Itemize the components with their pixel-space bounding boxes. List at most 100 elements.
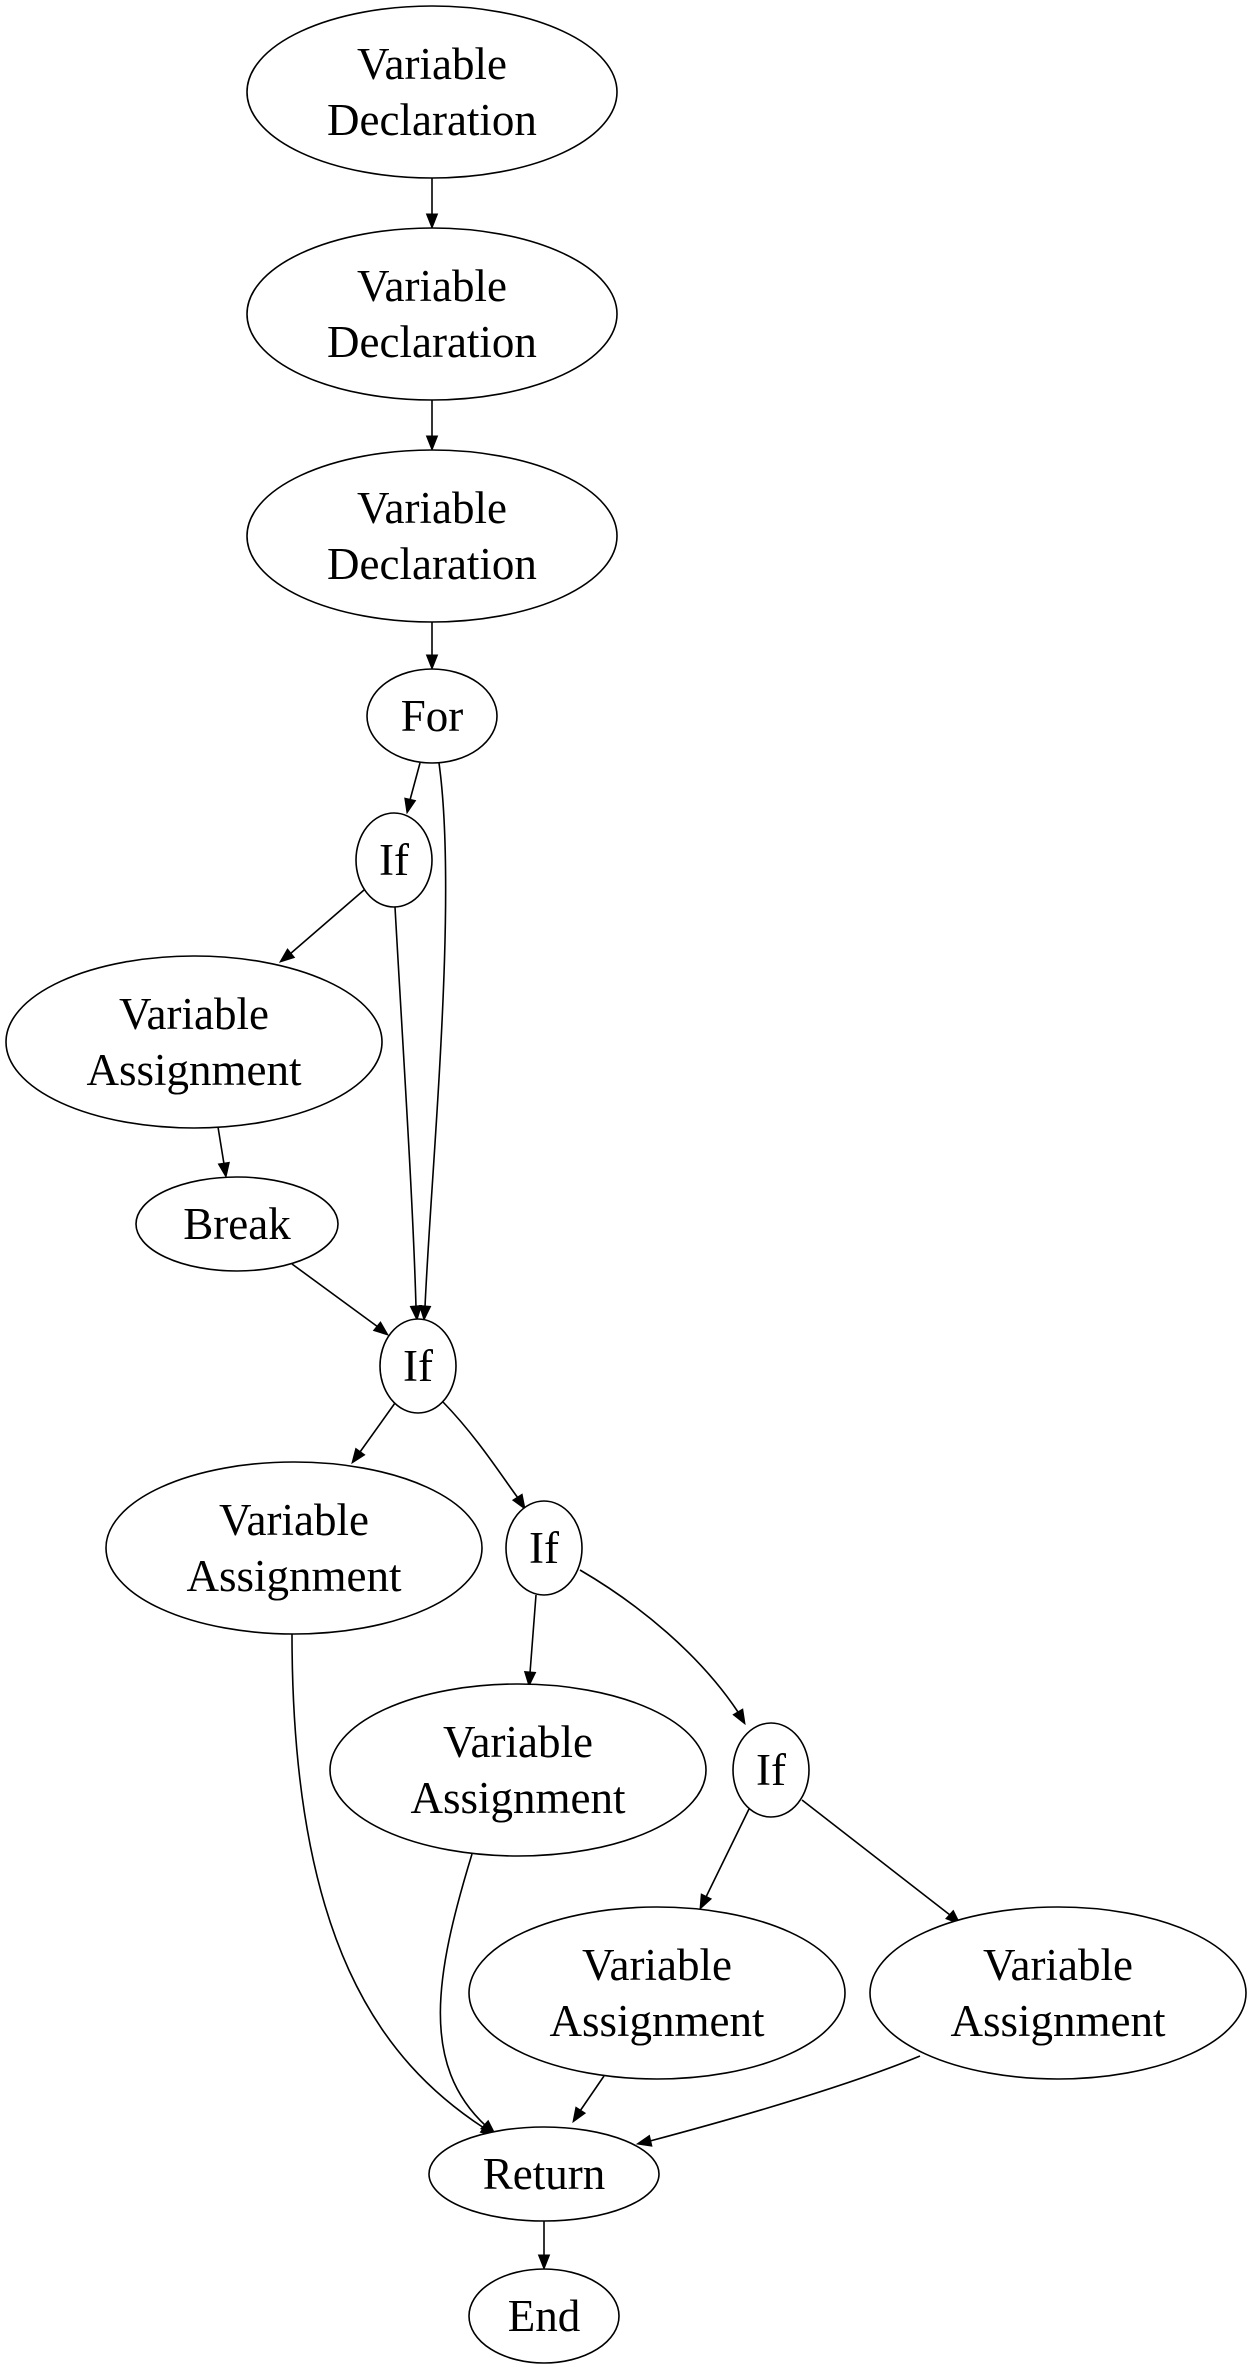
node-ellipse xyxy=(105,1461,483,1635)
node-ellipse xyxy=(355,812,433,908)
edge-if4-assign5 xyxy=(801,1799,962,1925)
arrowhead-icon xyxy=(635,2134,653,2147)
node-ellipse xyxy=(468,1906,846,2080)
node-label: Variable xyxy=(357,483,507,533)
edge-if2-assign2 xyxy=(351,1402,396,1465)
edges-layer xyxy=(217,178,962,2271)
arrowhead-icon xyxy=(425,654,439,671)
edge-line xyxy=(424,762,447,1308)
node-label: Variable xyxy=(119,989,269,1039)
node-ellipse xyxy=(246,5,618,179)
edge-if3-if4 xyxy=(579,1569,746,1726)
nodes-layer: VariableDeclarationVariableDeclarationVa… xyxy=(5,5,1247,2364)
node-if2: If xyxy=(379,1318,457,1414)
arrowhead-icon xyxy=(572,2106,587,2124)
node-label: Variable xyxy=(983,1940,1133,1990)
edge-if1-if2 xyxy=(394,906,423,1322)
edge-break1-if2 xyxy=(291,1263,390,1336)
edge-line xyxy=(439,1853,487,2127)
arrowhead-icon xyxy=(409,1305,423,1322)
arrowhead-icon xyxy=(372,1321,390,1336)
arrowhead-icon xyxy=(418,1305,432,1322)
node-label: Variable xyxy=(443,1717,593,1767)
arrowhead-icon xyxy=(425,435,439,452)
node-ellipse xyxy=(366,668,498,764)
edge-line xyxy=(291,1263,379,1328)
arrowhead-icon xyxy=(511,1493,526,1511)
node-ellipse xyxy=(468,2268,620,2364)
edge-assign1-break1 xyxy=(217,1126,230,1179)
edge-decl2-decl3 xyxy=(425,400,439,452)
node-ellipse xyxy=(505,1500,583,1596)
edge-assign3-return1 xyxy=(439,1853,497,2135)
edge-line xyxy=(579,1569,739,1713)
edge-line xyxy=(579,2075,605,2112)
arrowhead-icon xyxy=(732,1708,746,1726)
node-ellipse xyxy=(5,955,383,1129)
node-label: Declaration xyxy=(327,95,537,145)
node-label: For xyxy=(401,691,464,741)
node-ellipse xyxy=(246,227,618,401)
edge-assign5-return1 xyxy=(635,2055,921,2147)
node-label: Declaration xyxy=(327,539,537,589)
node-label: Break xyxy=(183,1199,291,1249)
node-label: Variable xyxy=(582,1940,732,1990)
arrowhead-icon xyxy=(699,1893,713,1911)
edge-if3-assign3 xyxy=(523,1594,537,1688)
edge-decl3-for1 xyxy=(425,622,439,671)
edge-line xyxy=(705,1808,750,1898)
edge-if1-assign1 xyxy=(278,889,365,963)
edge-for1-if2 xyxy=(418,762,447,1322)
node-label: Assignment xyxy=(410,1773,626,1823)
node-label: Assignment xyxy=(86,1045,302,1095)
node-ellipse xyxy=(135,1176,339,1272)
arrowhead-icon xyxy=(523,1671,537,1688)
edge-line xyxy=(649,2055,921,2142)
node-break1: Break xyxy=(135,1176,339,1272)
edge-line xyxy=(409,762,421,801)
node-label: Variable xyxy=(357,39,507,89)
arrowhead-icon xyxy=(278,948,296,963)
arrowhead-icon xyxy=(425,213,439,230)
node-label: If xyxy=(379,835,409,885)
node-ellipse xyxy=(329,1683,707,1857)
edge-line xyxy=(442,1401,519,1499)
node-ellipse xyxy=(428,2126,660,2222)
node-label: Variable xyxy=(357,261,507,311)
arrowhead-icon xyxy=(351,1447,366,1465)
edge-line xyxy=(801,1799,951,1916)
node-label: Return xyxy=(483,2149,605,2199)
arrowhead-icon xyxy=(480,2119,497,2135)
node-label: If xyxy=(403,1341,433,1391)
arrowhead-icon xyxy=(404,797,417,815)
node-ellipse xyxy=(732,1722,810,1818)
node-ellipse xyxy=(246,449,618,623)
edge-line xyxy=(529,1594,537,1674)
node-label: Assignment xyxy=(186,1551,402,1601)
node-label: If xyxy=(529,1523,559,1573)
node-label: Assignment xyxy=(549,1996,765,2046)
edge-if2-if3 xyxy=(442,1401,526,1511)
edge-assign4-return1 xyxy=(572,2075,605,2124)
edge-line xyxy=(217,1126,225,1165)
edge-line xyxy=(289,889,365,955)
edge-line xyxy=(291,1633,485,2129)
node-if3: If xyxy=(505,1500,583,1596)
node-if1: If xyxy=(355,812,433,908)
arrowhead-icon xyxy=(217,1161,230,1179)
edge-if4-assign4 xyxy=(699,1808,750,1911)
edge-return1-end1 xyxy=(537,2221,551,2271)
node-ellipse xyxy=(869,1906,1247,2080)
node-return1: Return xyxy=(428,2126,660,2222)
node-for1: For xyxy=(366,668,498,764)
node-label: Variable xyxy=(219,1495,369,1545)
node-label: If xyxy=(756,1745,786,1795)
edge-line xyxy=(394,906,417,1308)
